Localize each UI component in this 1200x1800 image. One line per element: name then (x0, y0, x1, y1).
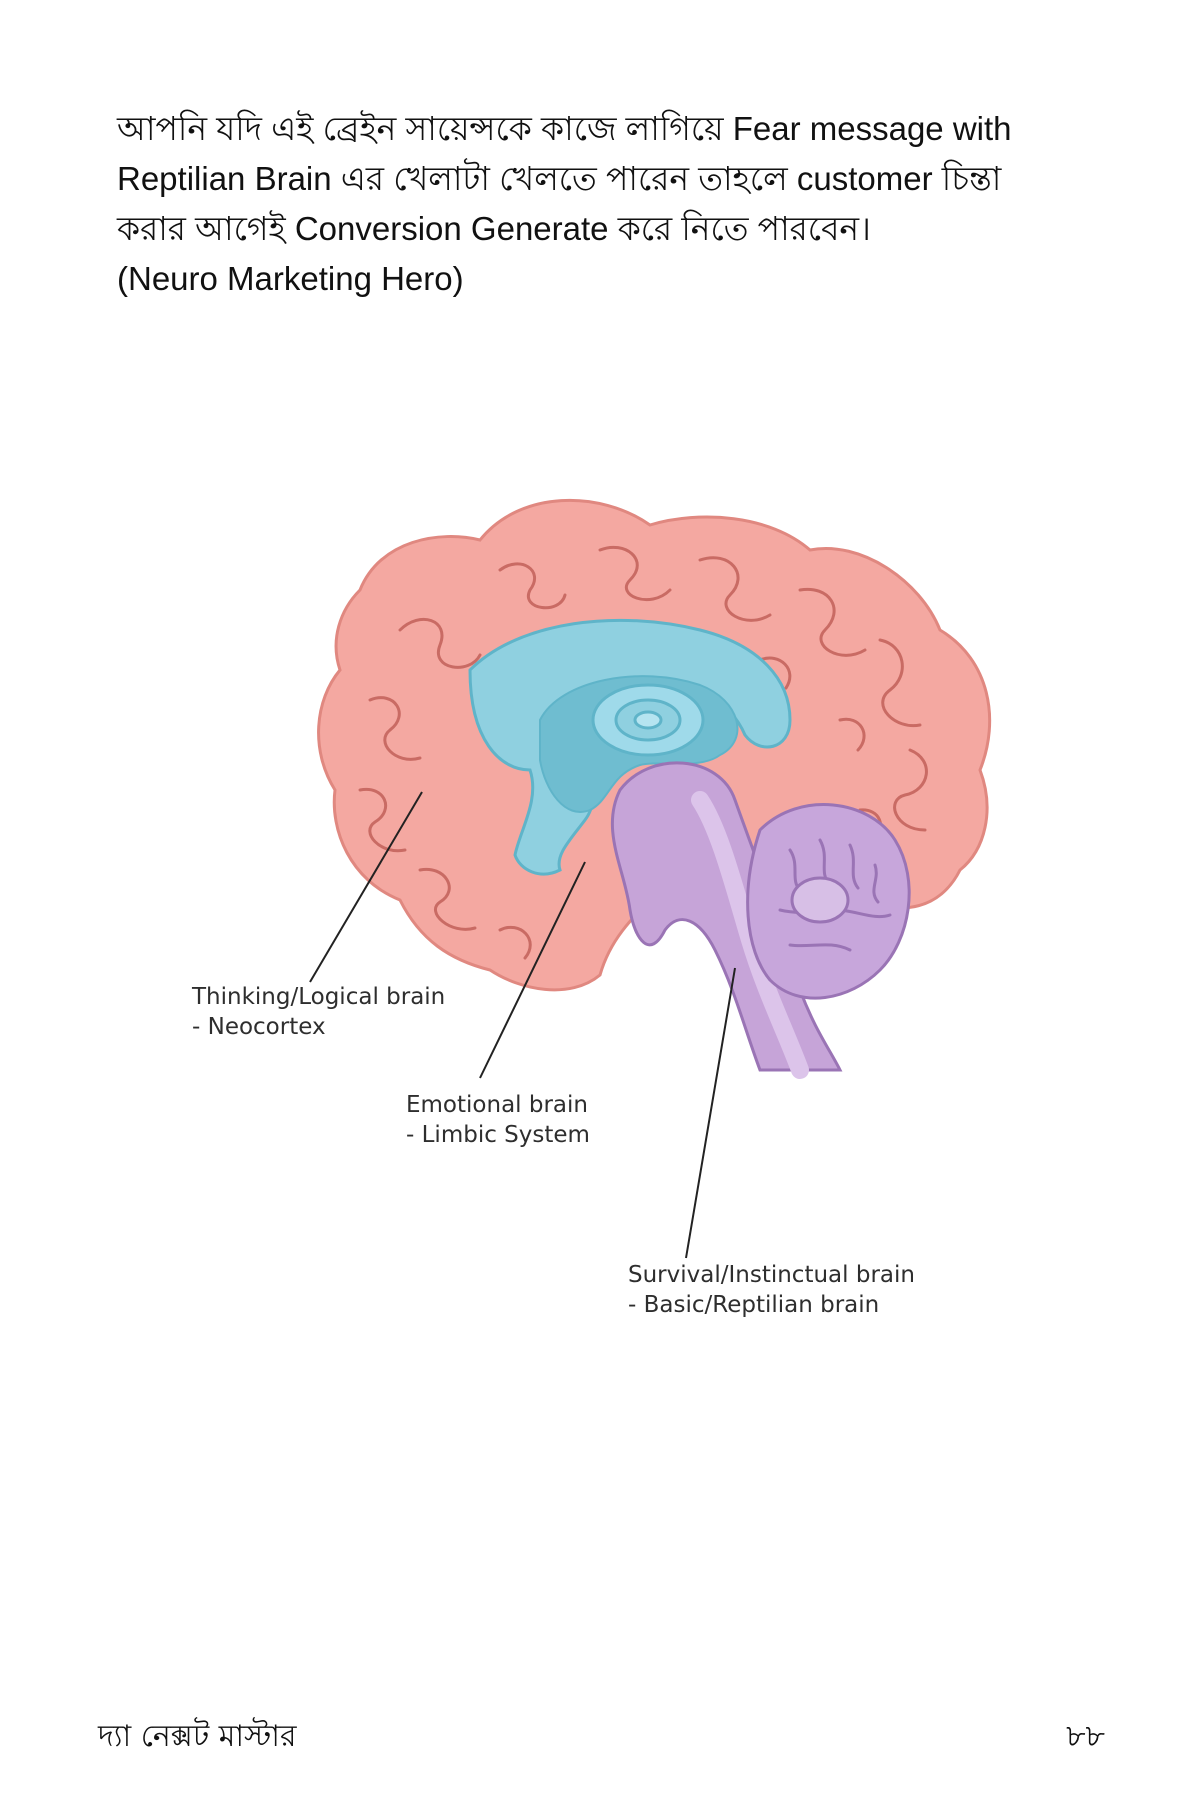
label-neocortex-subtitle: - Neocortex (192, 1014, 326, 1040)
body-paragraph: আপনি যদি এই ব্রেইন সায়েন্সকে কাজে লাগিয… (117, 110, 1012, 247)
label-reptilian: Survival/Instinctual brain - Basic/Repti… (628, 1260, 915, 1320)
brain-illustration (309, 498, 992, 1259)
label-neocortex: Thinking/Logical brain - Neocortex (192, 982, 445, 1042)
limbic-leader-line (479, 861, 586, 1079)
reptilian-leader-line (685, 967, 736, 1259)
footer-page-number: ৮৮ (1066, 1719, 1105, 1754)
body-text: আপনি যদি এই ব্রেইন সায়েন্সকে কাজে লাগিয… (117, 104, 1077, 304)
label-limbic-title: Emotional brain (406, 1092, 588, 1118)
cerebellum-center (790, 876, 850, 924)
thalamus-core (633, 710, 663, 730)
label-limbic: Emotional brain - Limbic System (406, 1090, 590, 1150)
attribution: (Neuro Marketing Hero) (117, 260, 464, 297)
label-reptilian-title: Survival/Instinctual brain (628, 1262, 915, 1288)
brain-diagram: Thinking/Logical brain - Neocortex Emoti… (0, 470, 1200, 1350)
label-neocortex-title: Thinking/Logical brain (192, 984, 446, 1010)
brainstem-shape (610, 761, 843, 1072)
footer-book-title: দ্যা নেক্সট মাস্টার (98, 1719, 297, 1754)
label-limbic-subtitle: - Limbic System (406, 1122, 590, 1148)
neocortex-leader-line (309, 791, 423, 983)
label-reptilian-subtitle: - Basic/Reptilian brain (628, 1292, 880, 1318)
